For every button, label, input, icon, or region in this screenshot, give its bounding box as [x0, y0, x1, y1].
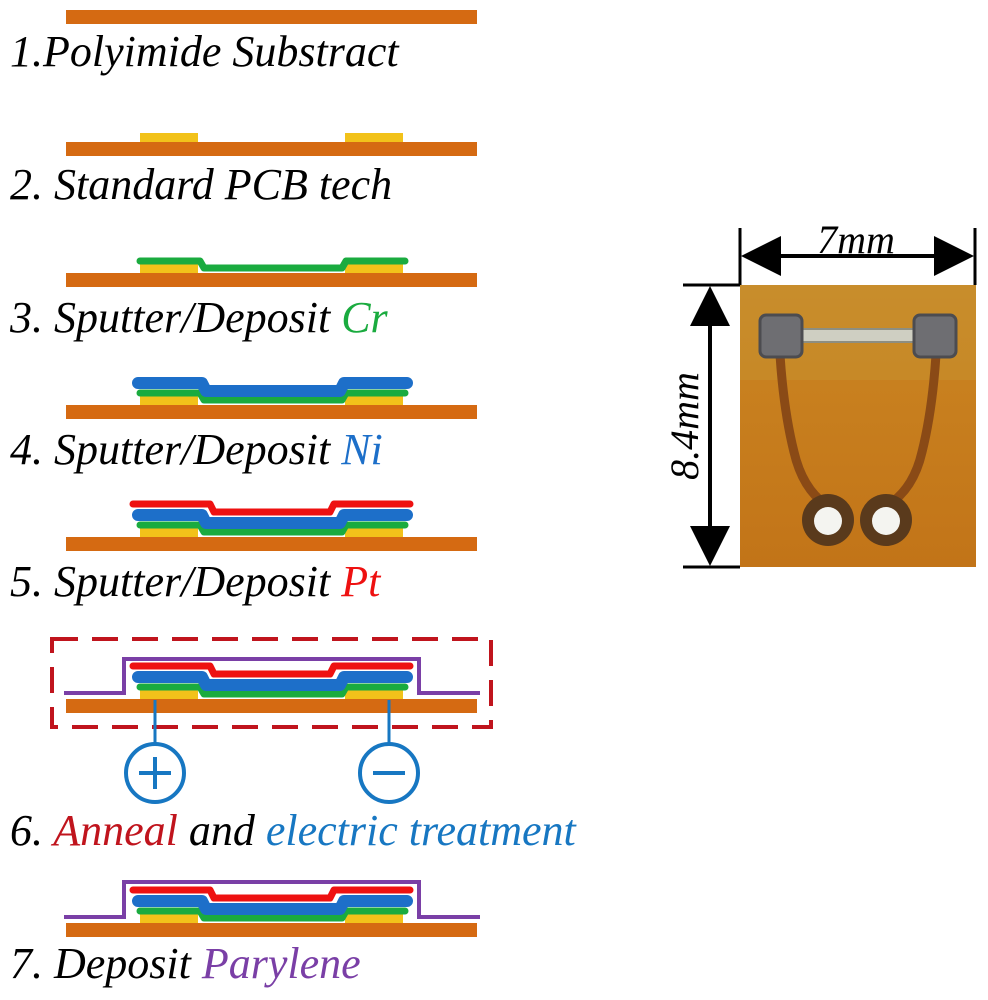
polyimide-substrate	[66, 142, 477, 156]
ni-layer	[132, 509, 413, 529]
s7-caption-part: 7. Deposit	[10, 939, 202, 988]
step-5-stack	[66, 500, 477, 551]
s5-caption-part: 5. Sputter/Deposit	[10, 557, 341, 606]
s4-caption-part: 4. Sputter/Deposit	[10, 425, 341, 474]
s5-caption-part: Pt	[340, 557, 382, 606]
polyimide-substrate	[66, 405, 477, 419]
sensor-device-photo	[740, 285, 976, 567]
step-2-caption: 2. Standard PCB tech	[10, 160, 392, 209]
height-label: 8.4mm	[662, 372, 707, 480]
polyimide-substrate	[66, 537, 477, 551]
ni-layer	[132, 377, 413, 397]
copper-pad-right	[345, 264, 403, 273]
polyimide-substrate	[66, 699, 477, 713]
step-7-stack	[64, 880, 480, 937]
s6-caption-part: and	[178, 806, 266, 855]
solder-pad-left-hole	[814, 507, 842, 535]
copper-pad-left	[140, 264, 198, 273]
contact-pad-right	[912, 313, 958, 359]
cr-layer	[136, 683, 409, 698]
step-6-caption: 6. Anneal and electric treatment	[10, 806, 578, 855]
polyimide-substrate	[66, 923, 477, 937]
s6-caption-part: 6.	[10, 806, 53, 855]
sensor-trace	[775, 350, 831, 510]
copper-pad-right	[345, 396, 403, 405]
copper-pad-left	[140, 528, 198, 537]
width-label: 7mm	[817, 217, 895, 262]
anneal-region-dashed-box	[50, 637, 493, 729]
ni-layer	[132, 895, 413, 915]
s3-caption-part: Cr	[341, 293, 388, 342]
copper-pad-left	[140, 133, 198, 142]
minus-terminal-icon	[358, 742, 420, 804]
step-1-stack	[66, 10, 477, 24]
pt-layer	[129, 886, 414, 902]
s7-caption-part: Parylene	[201, 939, 361, 988]
step-3-caption: 3. Sputter/Deposit Cr	[9, 293, 389, 342]
cr-layer	[136, 907, 409, 922]
pt-layer	[129, 500, 414, 516]
step-4-stack	[66, 377, 477, 419]
s4-caption-part: Ni	[340, 425, 383, 474]
copper-pad-left	[140, 914, 198, 923]
step-4-caption: 4. Sputter/Deposit Ni	[10, 425, 383, 474]
sensor-trace	[883, 350, 941, 510]
ni-layer	[132, 671, 413, 691]
step-5-caption: 5. Sputter/Deposit Pt	[10, 557, 382, 606]
step-6-stack	[50, 637, 493, 804]
cr-layer	[136, 257, 409, 272]
polyimide-substrate	[66, 273, 477, 287]
copper-pad-right	[345, 528, 403, 537]
step-3-stack	[66, 257, 477, 287]
solder-pad-right-hole	[872, 507, 900, 535]
parylene-outline	[64, 657, 480, 695]
step-2-stack	[66, 133, 477, 156]
contact-pad-left	[758, 313, 804, 359]
parylene-outline	[64, 880, 480, 919]
width-dimension: 7mm	[738, 217, 977, 285]
polyimide-substrate	[66, 10, 477, 24]
pt-layer	[129, 662, 414, 678]
copper-pad-left	[140, 396, 198, 405]
s1-caption-part: 1.Polyimide Substract	[10, 27, 400, 76]
step-1-caption: 1.Polyimide Substract	[10, 27, 400, 76]
cr-layer	[136, 521, 409, 536]
sensing-bridge	[794, 328, 922, 343]
copper-pad-right	[345, 914, 403, 923]
plus-terminal-icon	[124, 742, 186, 804]
copper-pad-right	[345, 690, 403, 699]
s3-caption-part: 3. Sputter/Deposit	[9, 293, 341, 342]
s6-caption-part: Anneal	[50, 806, 178, 855]
height-dimension: 8.4mm	[662, 283, 740, 569]
cr-layer	[136, 389, 409, 404]
copper-pad-left	[140, 690, 198, 699]
s6-caption-part: electric treatment	[266, 806, 578, 855]
s2-caption-part: 2. Standard PCB tech	[10, 160, 392, 209]
step-7-caption: 7. Deposit Parylene	[10, 939, 361, 988]
copper-pad-right	[345, 133, 403, 142]
